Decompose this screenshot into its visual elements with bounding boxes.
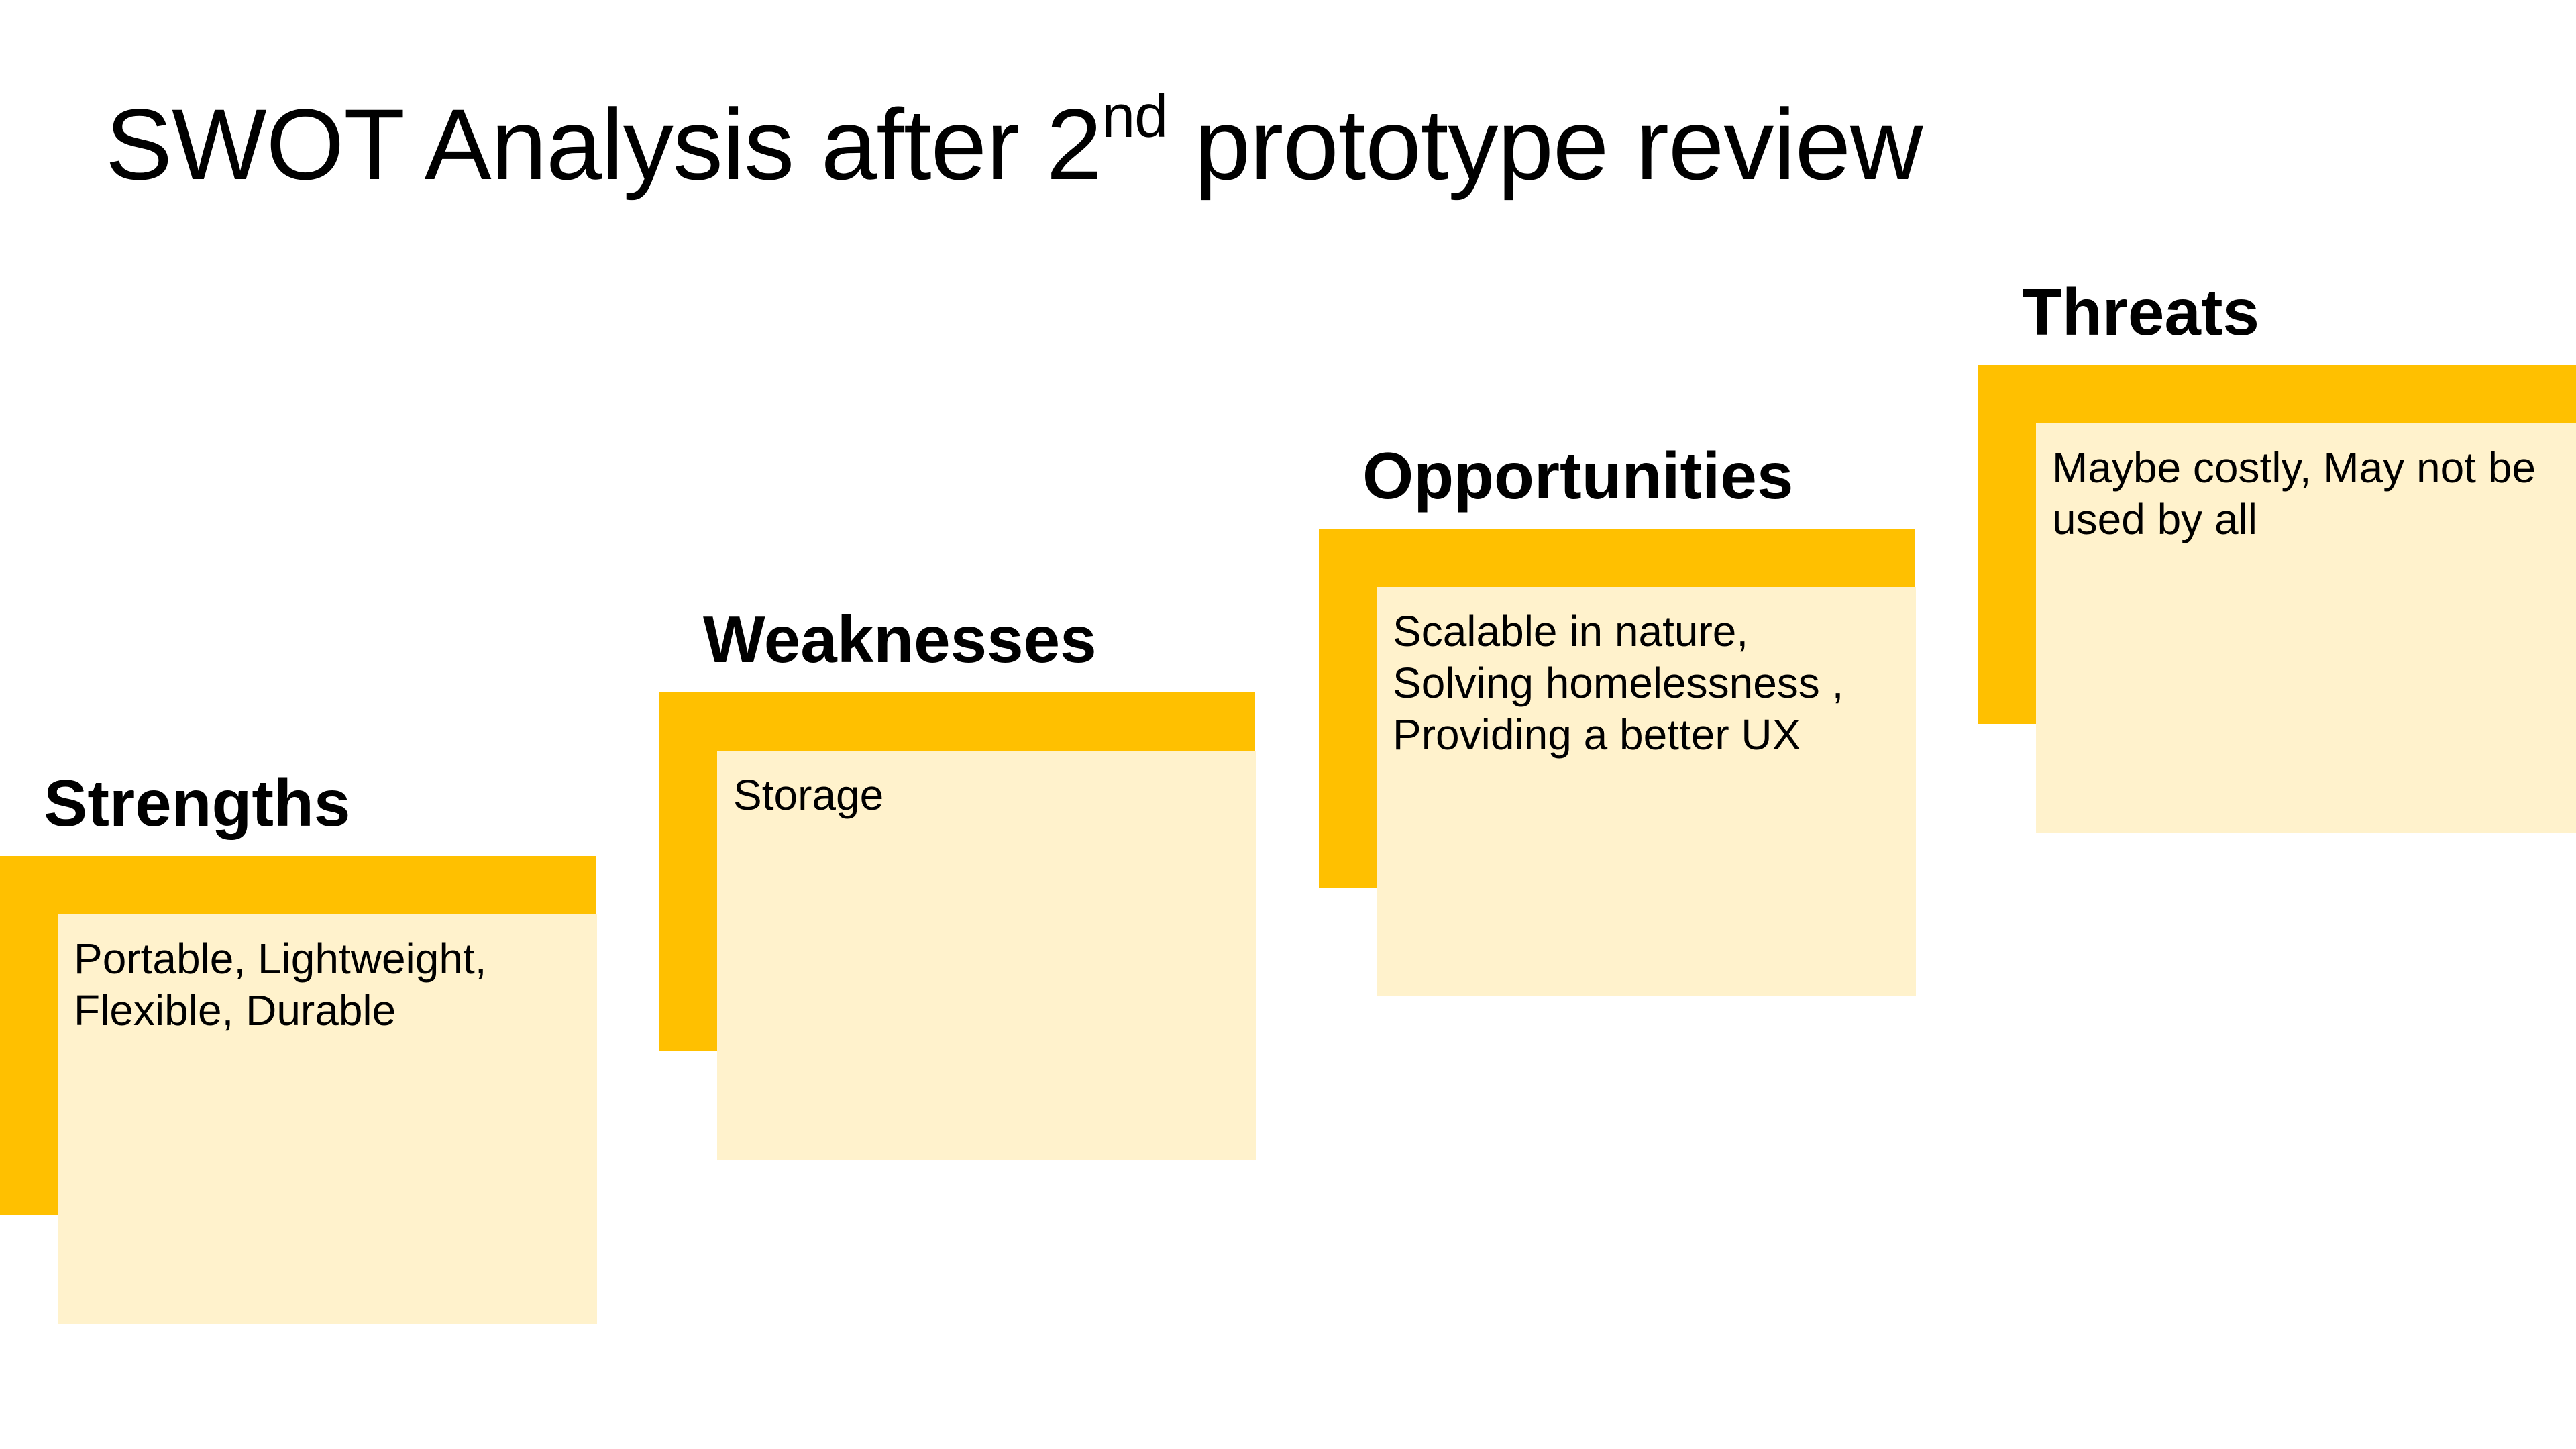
threats-text: Maybe costly, May not be used by all: [2052, 443, 2536, 543]
swot-weaknesses: Weaknesses Storage: [659, 606, 1332, 1160]
strengths-note: Portable, Lightweight, Flexible, Durable: [58, 914, 597, 1324]
opportunities-heading: Opportunities: [1362, 439, 1794, 513]
swot-opportunities: Opportunities Scalable in nature, Solvin…: [1319, 443, 1991, 996]
slide-title: SWOT Analysis after 2nd prototype review: [105, 87, 1923, 195]
weaknesses-heading: Weaknesses: [703, 602, 1097, 676]
strengths-text: Portable, Lightweight, Flexible, Durable: [74, 934, 487, 1034]
title-part-2: prototype review: [1167, 88, 1923, 201]
strengths-heading: Strengths: [44, 766, 351, 840]
title-superscript: nd: [1102, 83, 1168, 150]
weaknesses-note: Storage: [717, 751, 1256, 1160]
swot-threats: Threats Maybe costly, May not be used by…: [1978, 279, 2576, 833]
swot-strengths: Strengths Portable, Lightweight, Flexibl…: [0, 770, 672, 1324]
threats-heading: Threats: [2022, 275, 2260, 349]
title-part-1: Analysis after 2: [402, 88, 1102, 201]
threats-note: Maybe costly, May not be used by all: [2036, 423, 2576, 833]
weaknesses-text: Storage: [733, 771, 884, 819]
opportunities-note: Scalable in nature, Solving homelessness…: [1377, 587, 1916, 996]
title-swot: SWOT: [105, 88, 403, 201]
opportunities-text: Scalable in nature, Solving homelessness…: [1393, 607, 1844, 759]
